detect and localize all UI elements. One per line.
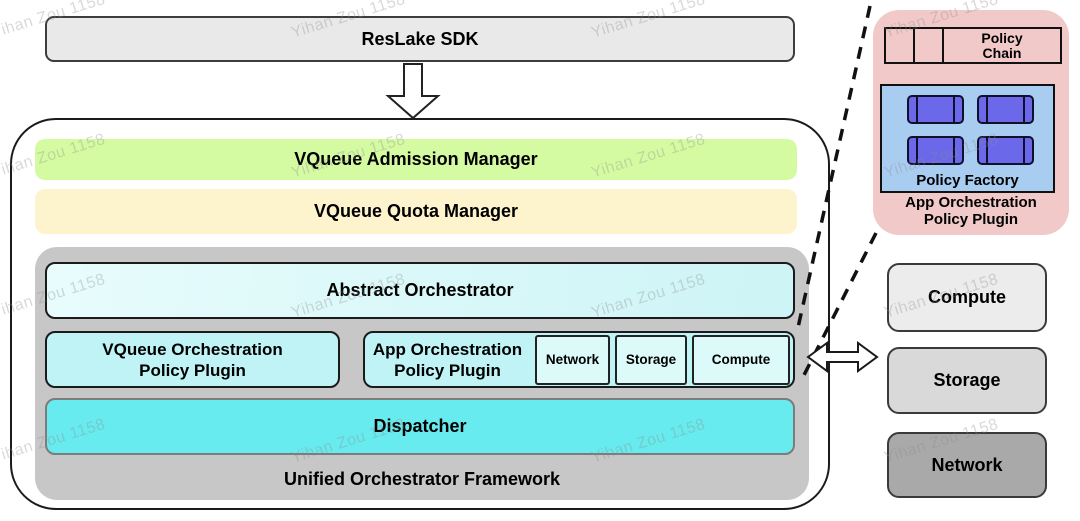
policy-chain-box: Policy Chain xyxy=(884,27,1062,64)
resource-compute-label: Compute xyxy=(928,287,1006,307)
policy-chip xyxy=(977,136,1034,165)
policy-factory-box: Policy Factory xyxy=(880,84,1055,193)
policy-chip xyxy=(907,95,964,124)
reslake-sdk-label: ResLake SDK xyxy=(361,28,479,49)
main-container: VQueue Admission Manager VQueue Quota Ma… xyxy=(10,118,830,510)
policy-chip xyxy=(977,95,1034,124)
resource-storage-label: Storage xyxy=(933,370,1001,390)
policy-chain-cell xyxy=(886,29,915,62)
plugin-detail-caption-line1: App Orchestration xyxy=(905,194,1037,211)
vqueue-plugin-label-line2: Policy Plugin xyxy=(139,360,246,380)
admission-manager-label: VQueue Admission Manager xyxy=(294,149,538,169)
resource-network-box: Network xyxy=(887,432,1047,498)
abstract-orchestrator-label: Abstract Orchestrator xyxy=(326,280,514,300)
admission-manager-box: VQueue Admission Manager xyxy=(35,139,797,180)
storage-sub-box: Storage xyxy=(615,334,687,385)
compute-sub-box: Compute xyxy=(692,334,790,385)
network-sub-box: Network xyxy=(535,334,610,385)
quota-manager-label: VQueue Quota Manager xyxy=(313,201,519,221)
abstract-orchestrator-box: Abstract Orchestrator xyxy=(45,262,795,319)
app-plugin-label-line2: Policy Plugin xyxy=(394,360,501,380)
policy-chain-label: Policy Chain xyxy=(944,29,1060,62)
resource-compute-box: Compute xyxy=(887,263,1047,332)
unified-orchestrator-framework: Abstract Orchestrator VQueue Orchestrati… xyxy=(35,247,809,500)
app-plugin-label: App Orchestration Policy Plugin xyxy=(365,339,530,381)
app-plugin-label-line1: App Orchestration xyxy=(372,339,523,359)
resource-storage-box: Storage xyxy=(887,347,1047,414)
vqueue-policy-plugin-box: VQueue Orchestration Policy Plugin xyxy=(45,331,340,388)
quota-manager-box: VQueue Quota Manager xyxy=(35,189,797,234)
dispatcher-label: Dispatcher xyxy=(373,416,467,436)
policy-factory-label: Policy Factory xyxy=(916,172,1019,189)
dispatcher-box: Dispatcher xyxy=(45,398,795,455)
policy-chain-line1: Policy xyxy=(981,29,1023,46)
policy-chip xyxy=(907,136,964,165)
network-sub-label: Network xyxy=(545,352,600,367)
compute-sub-label: Compute xyxy=(711,352,771,367)
plugin-detail-caption: App Orchestration Policy Plugin xyxy=(873,194,1069,228)
plugin-detail-box: Policy Chain Policy Factory App Orchestr… xyxy=(873,10,1069,235)
policy-chain-line2: Chain xyxy=(982,44,1022,61)
storage-sub-label: Storage xyxy=(625,352,677,367)
plugin-detail-caption-line2: Policy Plugin xyxy=(923,211,1019,228)
vqueue-plugin-label-line1: VQueue Orchestration xyxy=(102,339,283,359)
down-arrow-icon xyxy=(385,63,441,120)
app-policy-plugin-box: App Orchestration Policy Plugin Network … xyxy=(363,331,795,388)
reslake-sdk-box: ResLake SDK xyxy=(45,16,795,62)
resource-network-label: Network xyxy=(931,454,1003,475)
framework-title: Unified Orchestrator Framework xyxy=(283,469,561,489)
policy-chain-cell xyxy=(915,29,944,62)
